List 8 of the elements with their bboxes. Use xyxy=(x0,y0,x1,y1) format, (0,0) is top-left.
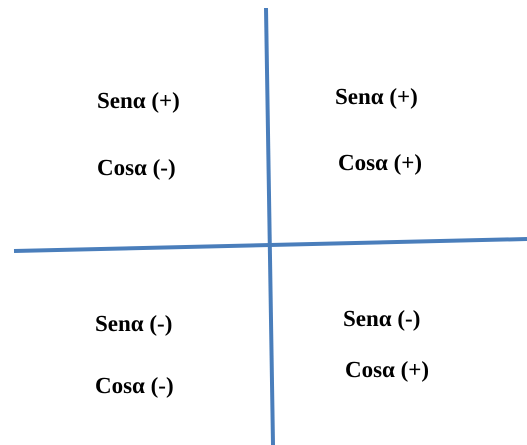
sign-label: Senα (-) xyxy=(343,305,420,333)
sign-label: Senα (+) xyxy=(97,87,180,115)
sign-label: Cosα (+) xyxy=(345,356,430,384)
sign-label: Senα (-) xyxy=(95,310,172,338)
sign-label: Cosα (+) xyxy=(338,149,422,177)
sign-label: Cosα (-) xyxy=(95,372,174,400)
sign-label: Senα (+) xyxy=(335,83,418,111)
sign-label: Cosα (-) xyxy=(97,154,176,182)
